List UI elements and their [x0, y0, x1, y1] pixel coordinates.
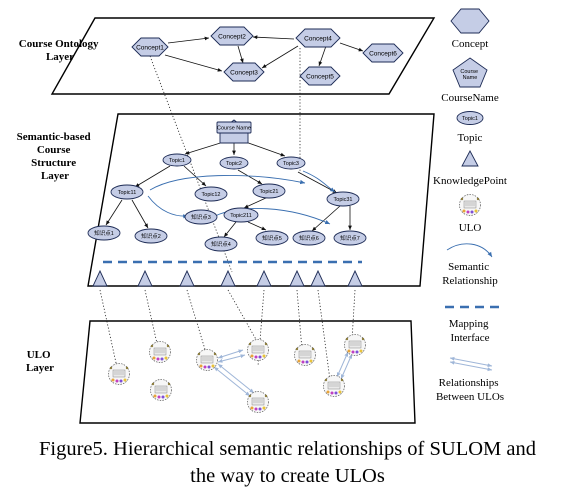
svg-text:Concept6: Concept6 — [369, 51, 397, 58]
svg-text:知识点7: 知识点7 — [340, 234, 360, 242]
concept-node-1: Concept1 — [131, 37, 169, 57]
svg-text:Topic211: Topic211 — [230, 213, 252, 219]
structure-tree-edges — [105, 139, 352, 238]
svg-text:Topic1: Topic1 — [462, 116, 478, 122]
svg-text:知识点6: 知识点6 — [299, 234, 319, 242]
legend-course-name: Course Name CourseName — [441, 57, 499, 104]
svg-text:知识点4: 知识点4 — [211, 240, 231, 248]
ulo-layer-label: ULO Layer — [26, 349, 54, 374]
legend-topic: Topic1 Topic — [456, 111, 484, 144]
course-structure-layer-label: Semantic-based Course Structure Layer — [17, 131, 94, 182]
svg-text:CourseName: CourseName — [441, 92, 499, 104]
svg-text:Topic2: Topic2 — [226, 161, 242, 167]
svg-text:Concept3: Concept3 — [230, 70, 258, 77]
legend-semantic-relationship: Semantic Relationship — [442, 243, 498, 287]
ontology-edges — [164, 35, 364, 72]
course-ontology-layer-label: Course Ontology Layer — [19, 38, 102, 63]
caption-line-2: the way to create ULOs — [190, 465, 385, 487]
concept-node-2: Concept2 — [210, 26, 254, 46]
knowledge-point-node-5: 知识点5 — [255, 230, 289, 246]
topic-node-21: Topic21 — [252, 183, 286, 199]
svg-text:Concept4: Concept4 — [304, 36, 332, 43]
concept-node-5: Concept5 — [299, 66, 341, 86]
topic-node-11: Topic11 — [110, 184, 144, 200]
ulo-relationship-links — [213, 349, 353, 397]
svg-text:Course Name: Course Name — [217, 126, 251, 132]
knowledge-point-node-6: 知识点6 — [292, 230, 326, 246]
svg-text:Concept: Concept — [452, 38, 489, 50]
knowledge-point-node-7: 知识点7 — [333, 230, 367, 246]
svg-text:Topic1: Topic1 — [169, 158, 185, 164]
legend: Concept Course Name CourseName Topic1 To… — [433, 8, 507, 403]
svg-text:Topic: Topic — [458, 132, 483, 144]
concept-node-4: Concept4 — [295, 28, 341, 48]
topic-node-211: Topic211 — [223, 207, 259, 223]
legend-ulo-relationships: Relationships Between ULOs — [436, 356, 504, 403]
svg-text:Mapping Interface: Mapping Interface — [449, 318, 491, 344]
svg-text:Relationships Between: Relationships Between ULOs — [436, 377, 504, 403]
knowledge-point-node-4: 知识点4 — [204, 236, 238, 252]
svg-text:KnowledgePoint: KnowledgePoint — [433, 175, 507, 187]
concept-node-6: Concept6 — [362, 43, 404, 63]
topic-node-1: Topic1 — [162, 153, 192, 167]
svg-text:ULO: ULO — [459, 222, 482, 234]
svg-text:Topic12: Topic12 — [202, 192, 221, 198]
knowledge-point-node-3: 知识点3 — [184, 209, 218, 225]
course-name-node: Course Name — [216, 119, 252, 144]
legend-knowledge-point: KnowledgePoint — [433, 150, 507, 187]
inter-layer-links — [99, 48, 356, 381]
svg-text:知识点5: 知识点5 — [262, 234, 282, 242]
caption-line-1: Figure5. Hierarchical semantic relations… — [39, 438, 536, 460]
legend-concept: Concept — [450, 8, 490, 50]
svg-text:知识点2: 知识点2 — [141, 232, 161, 240]
legend-ulo: ULO — [459, 194, 482, 234]
knowledge-point-triangles — [92, 269, 363, 287]
topic-node-2: Topic2 — [219, 156, 249, 170]
svg-text:Concept2: Concept2 — [218, 34, 246, 41]
svg-text:Semantic Relationship: Semantic Relationship — [442, 261, 498, 287]
figure-caption: Figure5. Hierarchical semantic relations… — [0, 436, 575, 490]
concept-node-3: Concept3 — [223, 62, 265, 82]
knowledge-point-node-2: 知识点2 — [134, 228, 168, 244]
svg-text:知识点3: 知识点3 — [191, 213, 211, 221]
svg-text:Concept1: Concept1 — [136, 45, 164, 52]
svg-text:Topic21: Topic21 — [260, 189, 279, 195]
svg-text:Topic3: Topic3 — [283, 161, 299, 167]
topic-node-12: Topic12 — [194, 186, 228, 202]
svg-text:Topic31: Topic31 — [334, 197, 353, 203]
svg-text:Topic11: Topic11 — [118, 190, 137, 196]
svg-text:Course Name: Course Name — [460, 69, 479, 81]
knowledge-point-node-1: 知识点1 — [87, 225, 121, 241]
svg-text:Concept5: Concept5 — [306, 74, 334, 81]
ulo-plane — [79, 320, 416, 424]
topic-node-31: Topic31 — [326, 191, 360, 207]
legend-mapping-interface: Mapping Interface — [445, 305, 500, 344]
svg-text:知识点1: 知识点1 — [94, 229, 114, 237]
topic-node-3: Topic3 — [276, 156, 306, 170]
